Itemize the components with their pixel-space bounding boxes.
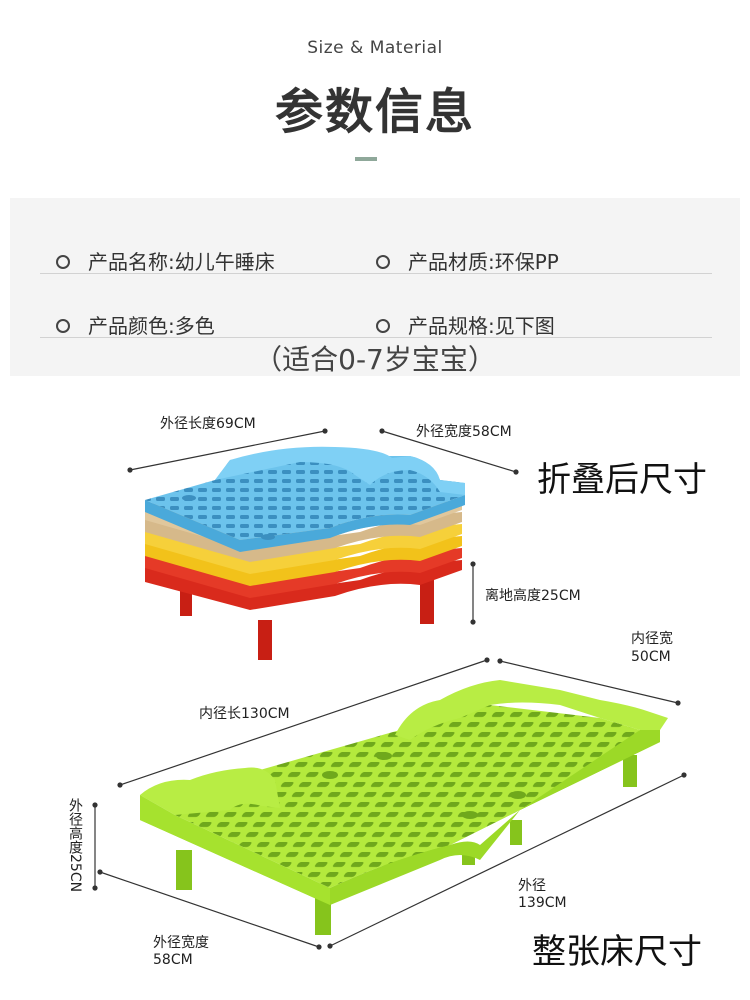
folded-bed-stack — [145, 446, 465, 660]
spec-item-material: 产品材质:环保PP — [376, 246, 559, 275]
label-inner-width-line2: 50CM — [631, 649, 671, 665]
label-outer-length-folded: 外径长度69CM — [160, 416, 256, 432]
spec-text: 产品名称:幼儿午睡床 — [88, 250, 275, 274]
label-outer-length-line2: 139CM — [518, 895, 567, 911]
dimension-lines-full — [92, 657, 687, 950]
spec-divider — [40, 337, 712, 338]
bullet-circle-icon — [376, 254, 390, 269]
label-outer-width-folded: 外径宽度58CM — [416, 424, 512, 440]
spec-text: 产品材质:环保PP — [408, 250, 559, 274]
label-ground-height: 离地高度25CM — [485, 588, 581, 604]
spec-item-color: 产品颜色:多色 — [56, 310, 215, 339]
full-bed — [140, 680, 668, 935]
title-underline — [355, 157, 377, 161]
label-outer-height: 外径高度25CN — [67, 798, 83, 893]
section-title: 参数信息 — [274, 84, 475, 140]
bullet-circle-icon — [56, 254, 70, 269]
label-outer-width-line1: 外径宽度 — [153, 935, 209, 951]
label-inner-width-line1: 内径宽 — [631, 631, 673, 647]
spec-divider — [40, 273, 712, 274]
spec-text: 产品颜色:多色 — [88, 314, 215, 338]
bullet-circle-icon — [56, 318, 70, 333]
section-subtitle: Size & Material — [307, 38, 443, 58]
dimension-lines-folded — [127, 428, 519, 625]
label-inner-length: 内径长130CM — [199, 706, 290, 722]
spec-item-spec: 产品规格:见下图 — [376, 310, 555, 339]
label-outer-width-line2: 58CM — [153, 952, 193, 968]
caption-folded-size: 折叠后尺寸 — [537, 460, 707, 500]
spec-item-name: 产品名称:幼儿午睡床 — [56, 246, 275, 275]
spec-panel — [10, 198, 740, 376]
age-note: （适合0-7岁宝宝） — [254, 343, 496, 376]
spec-text: 产品规格:见下图 — [408, 314, 555, 338]
label-outer-length-line1: 外径 — [518, 878, 546, 894]
bullet-circle-icon — [376, 318, 390, 333]
caption-full-size: 整张床尺寸 — [532, 932, 702, 972]
